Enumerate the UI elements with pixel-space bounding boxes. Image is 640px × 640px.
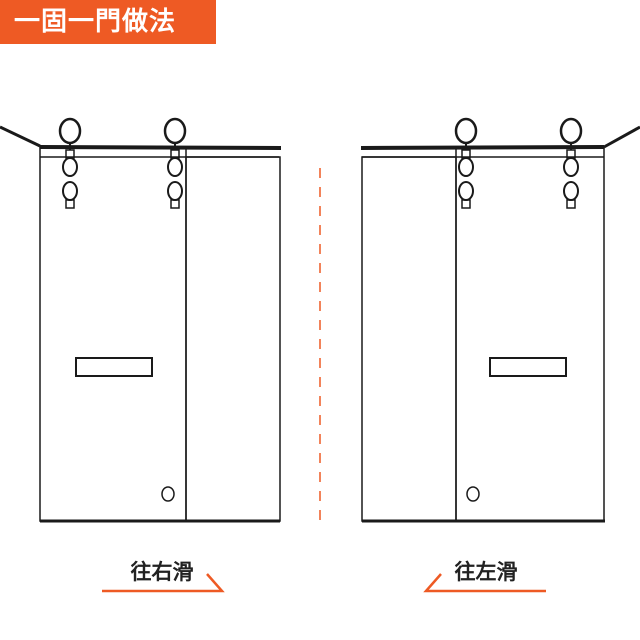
left-door-assembly — [0, 117, 282, 523]
right-floor-guide — [466, 486, 480, 502]
right-sliding-panel — [361, 156, 457, 522]
right-fixed-panel — [455, 147, 605, 522]
left-handle — [75, 357, 153, 377]
left-roller-1 — [58, 117, 82, 209]
left-fixed-panel — [39, 146, 187, 522]
left-wall-line — [0, 125, 41, 148]
left-sliding-panel — [185, 156, 281, 522]
right-wall-line — [603, 125, 640, 149]
left-floor-guide — [161, 486, 175, 502]
right-arrow-icon — [102, 573, 225, 593]
page-title: 一固一門做法 — [0, 0, 216, 44]
caption-slide-left: 往左滑 — [454, 560, 518, 584]
right-roller-1 — [454, 117, 478, 209]
left-arrow-icon — [423, 573, 546, 593]
right-door-assembly — [360, 117, 640, 523]
left-roller-2 — [163, 117, 187, 209]
right-handle — [489, 357, 567, 377]
caption-slide-right: 往右滑 — [130, 560, 194, 584]
right-roller-2 — [559, 117, 583, 209]
